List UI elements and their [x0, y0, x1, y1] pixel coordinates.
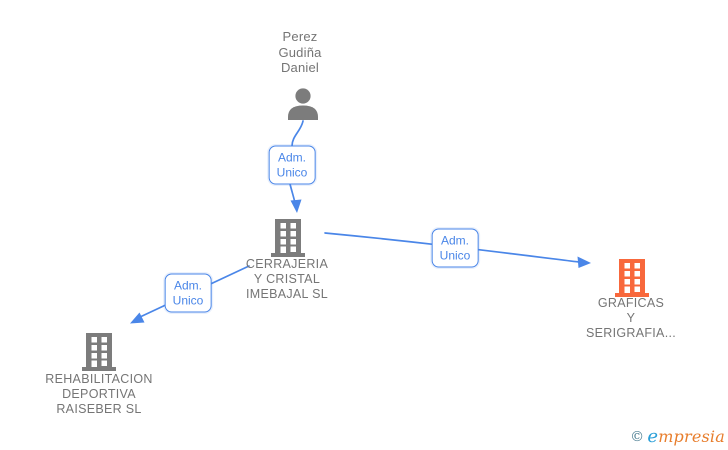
arrowhead-down: [290, 199, 302, 213]
copyright-icon: ©: [630, 429, 645, 445]
edge-label-adm-unico-top: Adm. Unico: [268, 145, 316, 185]
brand-letter-e: e: [647, 426, 659, 447]
edge-label-adm-unico-left: Adm. Unico: [164, 273, 212, 313]
right-company-name[interactable]: GRAFICAS Y SERIGRAFIA...: [585, 296, 677, 340]
central-company-building-icon[interactable]: [271, 219, 305, 262]
edge-person-to-central: [291, 120, 304, 147]
left-company-name[interactable]: REHABILITACION DEPORTIVA RAISEBER SL: [45, 372, 153, 416]
central-company-name[interactable]: CERRAJERIA Y CRISTAL IMEBAJAL SL: [245, 257, 329, 301]
person-icon[interactable]: [285, 86, 321, 127]
right-company-building-icon[interactable]: [615, 259, 649, 302]
left-company-building-icon[interactable]: [82, 333, 116, 376]
brand-rest: mpresia: [658, 427, 725, 446]
arrowhead-right: [577, 256, 591, 268]
person-name[interactable]: Perez Gudiña Daniel: [278, 29, 322, 75]
arrowhead-down-left: [130, 312, 145, 324]
empresia-watermark[interactable]: ©empresia: [630, 426, 725, 447]
edge-label-adm-unico-right: Adm. Unico: [431, 228, 479, 268]
